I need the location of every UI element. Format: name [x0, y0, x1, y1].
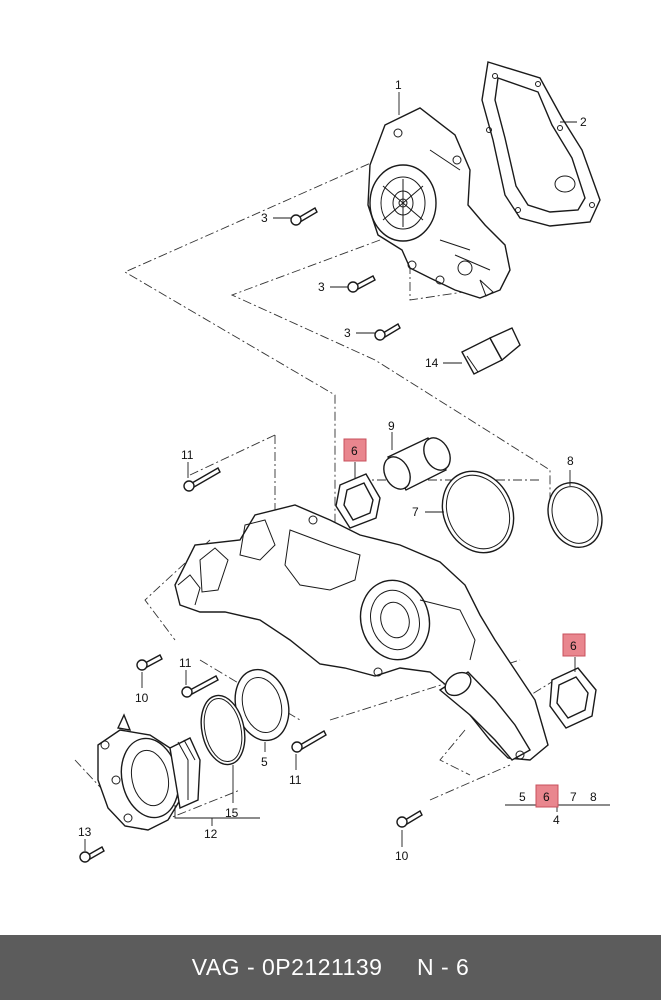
pump-gasket	[481, 61, 601, 227]
bolt-11-upper	[183, 467, 221, 492]
o-ring-15	[200, 694, 246, 766]
callout-14: 14	[425, 356, 439, 370]
callout-5-lower: 5	[519, 790, 526, 804]
callout-11-upper: 11	[181, 448, 194, 462]
bolt-13	[79, 846, 105, 863]
footer-spacer	[382, 954, 416, 981]
exploded-parts-diagram: 1 2 3 3 3 14 9 6 11 8 7 11 10 6 5 11 15 …	[74, 61, 610, 863]
callout-2: 2	[580, 115, 587, 129]
callout-4: 4	[553, 813, 560, 827]
o-ring-8	[547, 482, 603, 548]
bolt-3-lower	[374, 323, 401, 341]
temperature-sensor	[461, 327, 521, 375]
bolt-3-upper	[290, 207, 318, 226]
thermostat-assembly	[97, 713, 201, 831]
gasket-6-right	[549, 667, 597, 729]
part-reference-number: VAG - 0P2121139	[191, 954, 383, 980]
callout-8-upper: 8	[567, 454, 574, 468]
callout-11-middle: 11	[289, 773, 302, 787]
callout-13: 13	[78, 825, 92, 839]
highlight-6-lower	[535, 784, 559, 808]
part-reference-footer: VAG - 0P2121139 N - 6	[0, 935, 661, 1000]
callout-labels: 1 2 3 3 3 14 9 6 11 8 7 11 10 6 5 11 15 …	[78, 78, 597, 863]
callout-5-left: 5	[261, 755, 268, 769]
callout-6-lower: 6	[543, 790, 550, 804]
callout-3-middle: 3	[318, 280, 325, 294]
callout-6-upper: 6	[351, 444, 358, 458]
callout-6-right: 6	[570, 639, 577, 653]
highlight-6-right	[562, 633, 586, 657]
bolt-11-left	[181, 675, 219, 698]
callout-12: 12	[204, 827, 218, 841]
pipe-connector	[383, 437, 451, 491]
bolt-11-middle	[291, 730, 327, 753]
callout-10-lower: 10	[395, 849, 409, 863]
callout-7-lower: 7	[570, 790, 577, 804]
highlight-6-upper	[343, 438, 367, 462]
bolt-10-left	[136, 654, 163, 671]
callout-7-upper: 7	[412, 505, 419, 519]
coolant-housing	[174, 504, 549, 761]
o-ring-7	[441, 470, 515, 554]
callout-10-left: 10	[135, 691, 149, 705]
callout-1: 1	[395, 78, 402, 92]
callout-11-left: 11	[179, 656, 192, 670]
callout-3-lower: 3	[344, 326, 351, 340]
callout-9: 9	[388, 419, 395, 433]
bolt-3-middle	[347, 275, 376, 293]
callout-3-upper: 3	[261, 211, 268, 225]
gasket-6-upper	[335, 473, 381, 529]
callout-8-lower: 8	[590, 790, 597, 804]
callout-15: 15	[225, 806, 239, 820]
position-label: N - 6	[416, 954, 470, 980]
bolt-10-lower	[396, 810, 423, 828]
water-pump	[367, 107, 511, 299]
